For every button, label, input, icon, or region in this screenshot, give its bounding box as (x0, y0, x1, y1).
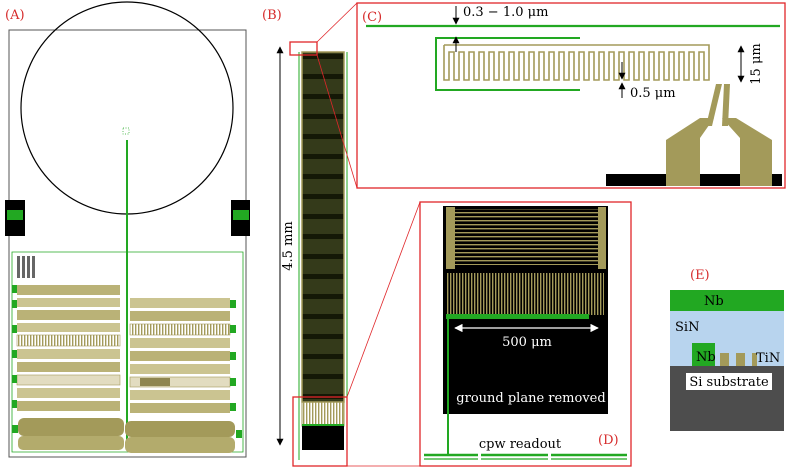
panel-a: (A) (5, 1, 250, 458)
d-width-label: 500 μm (502, 335, 552, 350)
panel-c-frame (356, 2, 786, 189)
e-substrate-label: Si substrate (689, 375, 769, 390)
e-nb-top (670, 290, 784, 311)
panel-e-label: (E) (690, 268, 710, 283)
d-green-bar (446, 314, 589, 319)
length-label: 4.5 mm (281, 221, 296, 270)
c-capacitor-bracket (435, 37, 580, 91)
gap-label: 0.3 − 1.0 μm (463, 5, 548, 20)
e-tin-1 (720, 353, 729, 366)
board-outline (11, 251, 244, 453)
d-readout-label: cpw readout (479, 437, 562, 452)
e-nb-bottom (692, 343, 715, 366)
e-tin-label: TiN (756, 351, 780, 366)
side-tab-left (5, 200, 25, 236)
zoom-box-c (289, 41, 318, 56)
strip-ground (302, 426, 344, 450)
panel-d: 500 μm ground plane removed cpw readout … (419, 201, 632, 467)
d-ground-label: ground plane removed (456, 391, 605, 406)
panel-c-label: (C) (362, 10, 382, 25)
e-nb-bottom-label: Nb (696, 350, 716, 365)
panel-b-label: (B) (262, 8, 282, 23)
lead-left (706, 84, 722, 126)
resonator-array (12, 285, 242, 453)
panel-c: (C) 0.3 − 1.0 μm 0.5 μm 15 μm (356, 2, 786, 189)
panel-e: (E) Nb SiN Nb TiN Si substrate (670, 268, 784, 431)
meander-inductor (443, 44, 710, 81)
panel-b: (B) 4.5 mm (262, 2, 421, 467)
e-nb-top-label: Nb (704, 294, 724, 309)
d-combs-vertical (446, 273, 604, 315)
chip-text (17, 256, 35, 278)
d-combs-horizontal (455, 209, 598, 265)
e-tin-3 (752, 353, 757, 366)
d-cpw-readout-line (424, 452, 627, 462)
feed-dots (122, 127, 130, 135)
width-label: 0.5 μm (630, 86, 676, 101)
panel-a-label: (A) (5, 8, 25, 23)
strip-end (301, 401, 345, 427)
lead-right (722, 84, 730, 126)
chip-outline (8, 29, 247, 458)
e-sin-label: SiN (675, 320, 699, 335)
e-substrate-label-bg (686, 373, 772, 390)
panel-d-label: (D) (598, 433, 619, 448)
e-tin-2 (736, 353, 745, 366)
zoom-box-d (292, 396, 348, 467)
detector-strip (301, 51, 345, 403)
height-label: 15 μm (749, 43, 764, 84)
side-tab-right (231, 200, 250, 236)
